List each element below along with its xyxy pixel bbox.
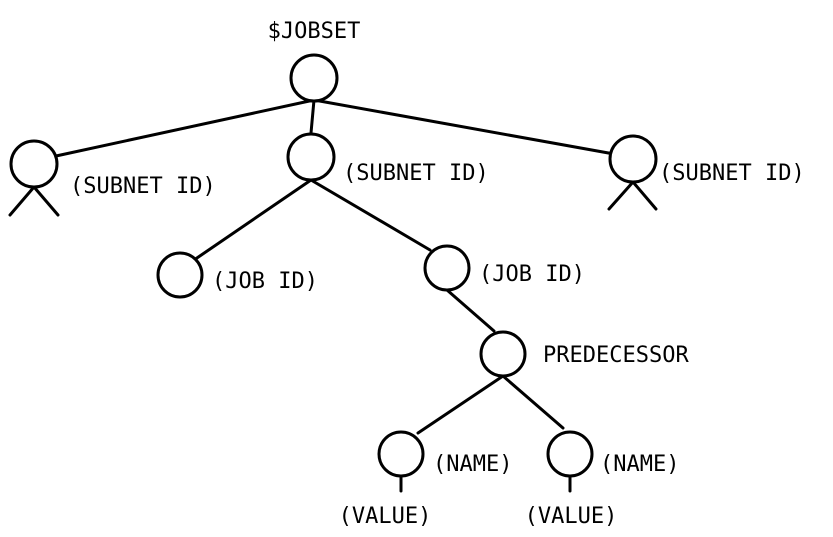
predecessor-node [479, 330, 527, 378]
job-label-right: (JOB ID) [479, 262, 585, 287]
job-node-right [423, 244, 471, 292]
subnet-label-left: (SUBNET ID) [70, 174, 216, 199]
subnet-label-right: (SUBNET ID) [659, 161, 805, 186]
subnet-left-leg-right [32, 185, 60, 217]
subnet-right-leg-left [607, 180, 635, 211]
subnet-node-left [9, 139, 59, 189]
edge-root-subnet-right [312, 98, 616, 156]
job-node-left [156, 251, 204, 299]
edge-root-subnet-center [309, 98, 316, 135]
edge-predecessor-name-right [501, 374, 565, 430]
subnet-node-center [286, 132, 336, 182]
edge-predecessor-name-left [416, 374, 505, 435]
root-node [289, 53, 339, 103]
edge-root-subnet-left [54, 98, 316, 158]
value-label-left: (VALUE) [339, 504, 432, 529]
name-label-left: (NAME) [433, 452, 512, 477]
subnet-node-right [608, 134, 658, 184]
subnet-label-center: (SUBNET ID) [343, 161, 489, 186]
edge-job-predecessor [445, 288, 496, 333]
name-node-left [377, 430, 425, 478]
job-label-left: (JOB ID) [212, 269, 318, 294]
name-node-right [546, 430, 594, 478]
root-label: $JOBSET [268, 19, 361, 44]
edge-subnet-job-right [309, 178, 432, 252]
subnet-right-leg-right [631, 180, 658, 211]
name-label-right: (NAME) [600, 452, 679, 477]
value-label-right: (VALUE) [525, 504, 618, 529]
subnet-left-leg-left [8, 185, 36, 217]
edge-subnet-job-left [192, 178, 313, 262]
predecessor-label: PREDECESSOR [543, 343, 689, 368]
